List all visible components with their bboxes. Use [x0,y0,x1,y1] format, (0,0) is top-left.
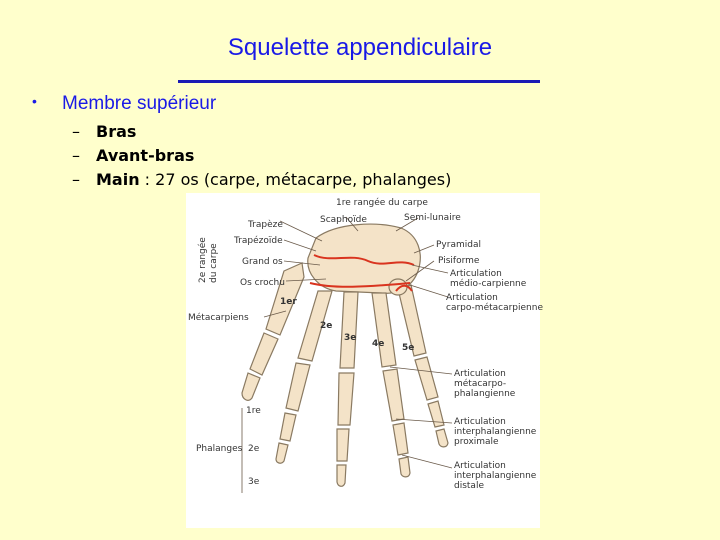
ring-phalanx-middle [392,422,409,456]
label-artcarpo-2: carpo-métacarpienne [446,303,544,313]
label-artip-1: Articulation [454,417,506,427]
label-grandos: Grand os [242,257,283,267]
label-rangee2-line2: du carpe [209,243,219,283]
label-artmp-1: Articulation [454,369,506,379]
sub-item-bold: Avant-bras [96,146,195,165]
label-trapeze: Trapèze [248,220,283,230]
ring-phalanx-proximal [382,368,405,422]
sub-item-bras: –Bras [72,120,451,144]
joint-lines [309,254,415,292]
label-artmp-3: phalangienne [454,389,516,399]
label-artmedio-1: Articulation [450,269,502,279]
label-artmedio-2: médio-carpienne [450,279,527,289]
thumb-phalanx-proximal [249,332,279,376]
middle-phalanx-distal [336,464,347,487]
index-phalanx-middle [279,412,297,442]
dash-icon: – [72,170,80,189]
label-trapezoide: Trapézoïde [234,236,283,246]
middle-phalanx-proximal [337,372,355,426]
title-underline [178,80,540,83]
dash-icon: – [72,146,80,165]
little-phalanx-proximal [414,356,439,401]
label-phalanges: Phalanges [196,444,243,454]
label-scaphoide: Scaphoïde [320,215,367,225]
middle-metacarpal [339,291,359,369]
bullet-dot-icon: • [32,93,37,109]
label-metacarpal-5: 5e [402,343,415,353]
sub-item-bold: Bras [96,122,137,141]
thumb-metacarpal [265,262,305,336]
hand-bones-drawing [241,216,453,493]
sub-list: –Bras –Avant-bras –Main : 27 os (carpe, … [72,120,451,192]
label-metacarpal-3: 3e [344,333,357,343]
label-artid-1: Articulation [454,461,506,471]
ring-metacarpal [371,292,397,368]
label-metacarpal-4: 4e [372,339,385,349]
label-artip-2: interphalangienne [454,427,537,437]
label-artcarpo-1: Articulation [446,293,498,303]
index-metacarpal [297,290,333,362]
little-phalanx-distal [435,428,449,448]
label-phalanx-2: 2e [248,444,260,454]
label-rangee2-line1: 2e rangée [198,237,208,283]
sub-item-avant-bras: –Avant-bras [72,144,451,168]
label-rangee1: 1re rangée du carpe [336,198,428,208]
index-phalanx-distal [275,442,289,464]
sub-item-rest: : 27 os (carpe, métacarpe, phalanges) [139,170,452,189]
bullet-membre-superieur: • Membre supérieur [32,93,216,115]
little-phalanx-middle [427,400,445,428]
dash-icon: – [72,122,80,141]
label-pyramidal: Pyramidal [436,240,481,250]
label-phalanx-3: 3e [248,477,260,487]
label-artid-2: interphalangienne [454,471,537,481]
hand-skeleton-figure: 1re rangée du carpe Scaphoïde Semi-lunai… [186,193,544,528]
label-semilunaire: Semi-lunaire [404,213,461,223]
label-oscrochu: Os crochu [240,278,285,288]
label-metacarpal-1: 1er [280,297,297,307]
bullet-text: Membre supérieur [62,93,217,114]
label-leader-lines [241,216,453,493]
ring-phalanx-distal [398,456,411,478]
label-phalanx-1: 1re [246,406,261,416]
label-artid-3: distale [454,481,484,491]
index-phalanx-proximal [285,362,311,412]
label-pisiforme: Pisiforme [438,256,480,266]
label-metacarpal-2: 2e [320,321,333,331]
label-artmp-2: métacarpo- [454,379,507,389]
sub-item-bold: Main [96,170,140,189]
middle-phalanx-middle [336,428,350,462]
pisiform-bone [388,278,408,296]
sub-item-main: –Main : 27 os (carpe, métacarpe, phalang… [72,168,451,192]
label-metacarpiens: Métacarpiens [188,313,249,323]
label-artip-3: proximale [454,437,499,447]
slide-title: Squelette appendiculaire [227,34,493,61]
thumb-phalanx-distal [241,372,261,401]
